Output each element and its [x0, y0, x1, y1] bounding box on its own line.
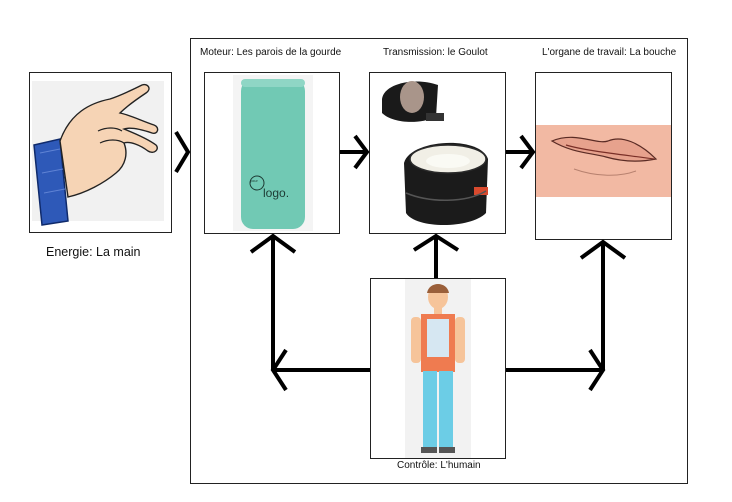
work-organ-box: [535, 72, 672, 240]
arrow-energy-to-motor: [174, 130, 191, 174]
arrow-transmission-to-work-head: [519, 134, 536, 170]
hand-pinch-icon: [32, 81, 164, 226]
control-label: Contrôle: L'humain: [397, 460, 481, 471]
mouth-icon: [536, 125, 671, 197]
control-box: Contrôle: L'humain: [370, 278, 506, 471]
energy-box: [29, 72, 172, 233]
bottle-logo-text: logo.: [263, 186, 290, 200]
motor-box: your logo.: [204, 72, 340, 234]
control-to-transmission-head: [412, 233, 460, 252]
work-organ-label: L'organe de travail: La bouche: [542, 47, 677, 58]
control-to-motor-up-head: [249, 233, 297, 254]
transmission-box: [369, 72, 506, 234]
water-bottle-icon: [233, 75, 313, 231]
energy-label: Energie: La main: [46, 245, 141, 259]
transmission-label: Transmission: le Goulot: [383, 47, 488, 58]
human-figure-icon: [405, 279, 471, 458]
bottle-cap-icon: [382, 81, 488, 225]
bottle-logo-small: your: [250, 178, 258, 183]
arrow-motor-to-transmission-head: [353, 134, 370, 170]
control-to-work-up-head: [579, 239, 627, 260]
motor-label: Moteur: Les parois de la gourde: [200, 47, 342, 58]
